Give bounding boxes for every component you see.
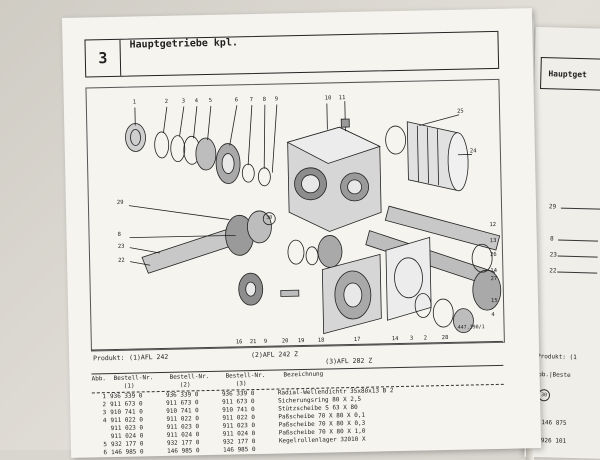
gearbox-exploded-view: 1234567891011252429823221213261427154162… (86, 80, 503, 351)
col-bestell-3: Bestell-Nr. (225, 372, 265, 380)
callout-number: 29 (117, 200, 124, 206)
left-page: 3 Hauptgetriebe kpl. (62, 8, 541, 458)
callout-number: 14 (490, 268, 497, 274)
right-callout: 29 (549, 203, 556, 210)
cell-abb: 6 (93, 449, 107, 457)
right-table-head: Abb.|Beste (534, 371, 570, 379)
callout-number: 17 (354, 337, 361, 343)
callout-number: 3 (182, 98, 185, 104)
right-row: 146 875 (541, 419, 566, 427)
col-index-3: (3) (236, 380, 247, 387)
col-bestell-1: Bestell-Nr. (113, 374, 153, 382)
callout-number: 8 (263, 97, 266, 103)
produkt-label: Produkt: (93, 354, 124, 363)
col-bezeichnung: Bezeichnung (283, 371, 323, 379)
right-leader-line (558, 240, 598, 242)
drawing-code: 447.390/1 (458, 324, 485, 331)
callout-number: 13 (490, 238, 497, 244)
produkt-2: (2)AFL 242 Z (251, 350, 298, 359)
callout-number: 21 (250, 339, 257, 345)
callout-number: 15 (491, 298, 498, 304)
seal-ring-part (125, 123, 146, 151)
callout-number: 14 (392, 336, 399, 342)
callout-number: 12 (489, 222, 496, 228)
callout-number: 6 (235, 97, 238, 103)
callout-number: 23 (118, 244, 125, 250)
bearing-part (196, 138, 217, 170)
right-leader-line (557, 272, 597, 274)
callout-number: 18 (318, 338, 325, 344)
right-leader-line (561, 208, 600, 210)
callout-number: 25 (457, 109, 464, 115)
callout-number: 3 (410, 336, 413, 342)
cell-b3: 146 985 0 (223, 446, 256, 455)
callout-number: 9 (275, 96, 278, 102)
callout-number: 22 (118, 258, 125, 264)
callout-number: 20 (282, 338, 289, 344)
callout-number: 5 (209, 98, 212, 104)
right-callout: 23 (550, 251, 557, 258)
right-callout: 8 (550, 235, 554, 242)
callout-number: 4 (491, 312, 495, 318)
callout-number: 4 (195, 98, 199, 104)
produkt-3: (3)AFL 282 Z (325, 357, 372, 366)
callout-number: 10 (325, 95, 332, 101)
callout-number: 19 (298, 338, 305, 344)
callout-number: 16 (236, 339, 243, 345)
callout-number: 9 (264, 339, 267, 345)
callout-number: 27 (490, 276, 497, 282)
right-callout: 22 (549, 267, 556, 274)
col-bestell-2: Bestell-Nr. (169, 373, 209, 381)
right-row: 926 101 (541, 437, 566, 445)
callout-number: 28 (442, 335, 449, 341)
parts-table: Abb. Bestell-Nr. Bestell-Nr. Bestell-Nr.… (91, 365, 505, 458)
callout-number: 7 (250, 97, 253, 103)
right-produkt: Produkt: (1 (537, 353, 577, 361)
section-number: 3 (85, 40, 121, 77)
callout-number: 11 (339, 95, 346, 101)
section-title: Hauptgetriebe kpl. (129, 37, 238, 50)
col-index-2: (2) (180, 381, 191, 388)
section-header: 3 Hauptgetriebe kpl. (84, 31, 499, 78)
callout-number: 2 (424, 335, 427, 341)
circled-callout: 30 (262, 215, 276, 221)
callout-number: 2 (165, 99, 168, 105)
right-leader-line (558, 256, 598, 258)
callout-number: 8 (117, 232, 120, 238)
col-index-1: (1) (124, 383, 135, 390)
callout-number: 26 (490, 252, 497, 258)
cell-b2: 146 985 0 (167, 447, 200, 456)
col-abb: Abb. (91, 375, 106, 382)
right-page-title: Hauptget (548, 69, 587, 79)
produkt-1: (1)AFL 242 (129, 353, 168, 362)
callout-number: 1 (133, 99, 136, 105)
callout-number: 24 (470, 148, 477, 154)
